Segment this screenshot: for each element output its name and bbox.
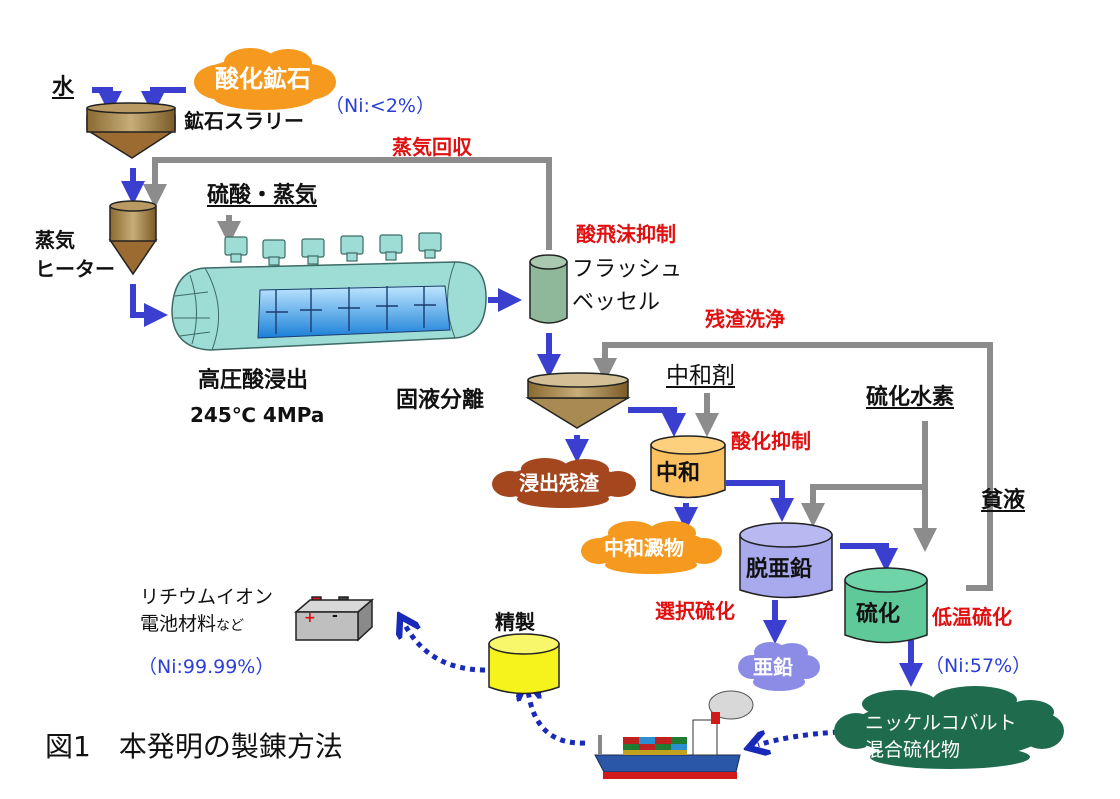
hydrogen-sulfide-line — [801, 421, 937, 552]
oxide-ore-grade: （Ni:<2%） — [325, 95, 435, 117]
solid-liquid-separation-label: 固液分離 — [396, 388, 485, 413]
neutralization-tank-icon — [650, 435, 726, 499]
neutralization-tank-label: 中和 — [656, 461, 701, 486]
figure-caption: 図1 本発明の製錬方法 — [45, 730, 343, 763]
ore-slurry-hopper-icon — [86, 102, 176, 159]
leach-residue-label: 浸出残渣 — [519, 471, 599, 495]
oxide-ore-label: 酸化鉱石 — [215, 65, 311, 93]
leach-residue-cloud — [492, 458, 636, 508]
dezinc-tank-icon — [739, 522, 833, 599]
nico-sulfide-label-1: ニッケルコバルト — [865, 712, 1017, 734]
flash-vessel-label-1: フラッシュ — [572, 257, 683, 282]
barren-liquor-line — [966, 525, 993, 591]
barren-liquor-label: 貧液 — [981, 488, 1026, 513]
battery-plus-icon: + — [304, 610, 316, 626]
autoclave-icon — [171, 232, 487, 351]
battery-grade: （Ni:99.99%） — [138, 656, 275, 678]
refining-tank-icon — [488, 633, 560, 695]
hpal-label: 高圧酸浸出 — [198, 368, 309, 393]
dezinc-tank-label: 脱亜鉛 — [746, 557, 813, 582]
battery-label-1: リチウムイオン — [140, 586, 274, 608]
oxidation-suppression-label: 酸化抑制 — [731, 429, 811, 453]
zinc-cloud — [738, 642, 820, 691]
steam-heater-label-1: 蒸気 — [35, 228, 75, 252]
residue-washing-label: 残渣洗浄 — [705, 307, 785, 331]
battery-label-2: 電池材料など — [140, 614, 244, 635]
neutralization-precipitate-label: 中和澱物 — [604, 536, 684, 560]
steam-recovery-label: 蒸気回収 — [392, 135, 472, 159]
battery-label-main: 電池材料 — [140, 613, 217, 635]
water-input-label: 水 — [52, 75, 75, 100]
low-temp-sulfidation-label: 低温硫化 — [932, 605, 1012, 629]
ore-slurry-label: 鉱石スラリー — [184, 109, 304, 133]
sulfidation-tank-icon — [844, 567, 928, 644]
hydrogen-sulfide-label: 硫化水素 — [866, 385, 955, 410]
sulfuric-acid-steam-label: 硫酸・蒸気 — [207, 183, 318, 208]
residue-washing-line — [593, 342, 993, 535]
zinc-label: 亜鉛 — [753, 655, 793, 679]
flash-vessel-icon — [529, 254, 568, 324]
transport-lines — [405, 625, 839, 745]
acid-mist-suppression-label: 酸飛沫抑制 — [576, 222, 676, 246]
battery-icon — [293, 596, 375, 642]
refining-label: 精製 — [495, 610, 535, 634]
nico-sulfide-label-2: 混合硫化物 — [865, 739, 961, 761]
process-flow-lines — [92, 87, 923, 687]
neutralization-precipitate-cloud — [581, 521, 722, 574]
steam-heater-label-2: ヒーター — [35, 257, 115, 281]
flash-vessel-label-2: ベッセル — [572, 290, 661, 315]
nico-sulfide-grade: （Ni:57%） — [925, 655, 1032, 677]
cargo-ship-icon — [594, 712, 741, 779]
steam-recovery-line — [143, 157, 552, 250]
battery-minus-icon: - — [332, 608, 338, 624]
battery-label-suffix: など — [216, 618, 245, 634]
hpal-conditions: 245℃ 4MPa — [190, 403, 325, 427]
oxide-ore-cloud — [194, 48, 336, 110]
selective-sulfidation-label: 選択硫化 — [655, 599, 735, 623]
neutralizer-label: 中和剤 — [666, 363, 735, 389]
nico-sulfide-cloud — [834, 686, 1064, 769]
thickener-icon — [525, 372, 631, 429]
sulfidation-tank-label: 硫化 — [856, 602, 901, 627]
steam-heater-icon — [108, 200, 158, 276]
